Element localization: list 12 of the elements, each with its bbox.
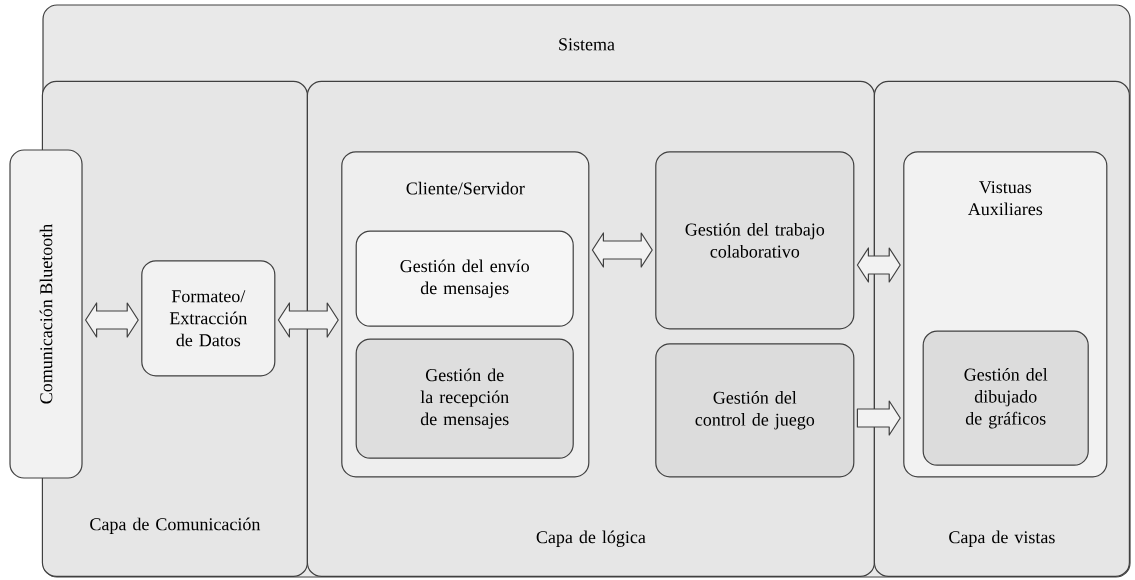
- module-box: Gestión del control de juego: [655, 343, 855, 478]
- block-arrow: [856, 400, 901, 436]
- module-box: Gestión del envío de mensajes: [355, 230, 574, 327]
- module-box: Gestión del trabajo colaborativo: [655, 151, 855, 330]
- module-box: Comunicación Bluetooth: [9, 149, 83, 479]
- module-box: Gestión del dibujado de gráficos: [922, 330, 1089, 466]
- double-block-arrow: [85, 302, 139, 338]
- double-block-arrow: [591, 232, 653, 268]
- double-block-arrow: [856, 247, 901, 283]
- module-box: Gestión de la recepción de mensajes: [355, 338, 574, 459]
- module-box: Formateo/ Extracción de Datos: [141, 260, 276, 377]
- double-block-arrow: [277, 302, 339, 338]
